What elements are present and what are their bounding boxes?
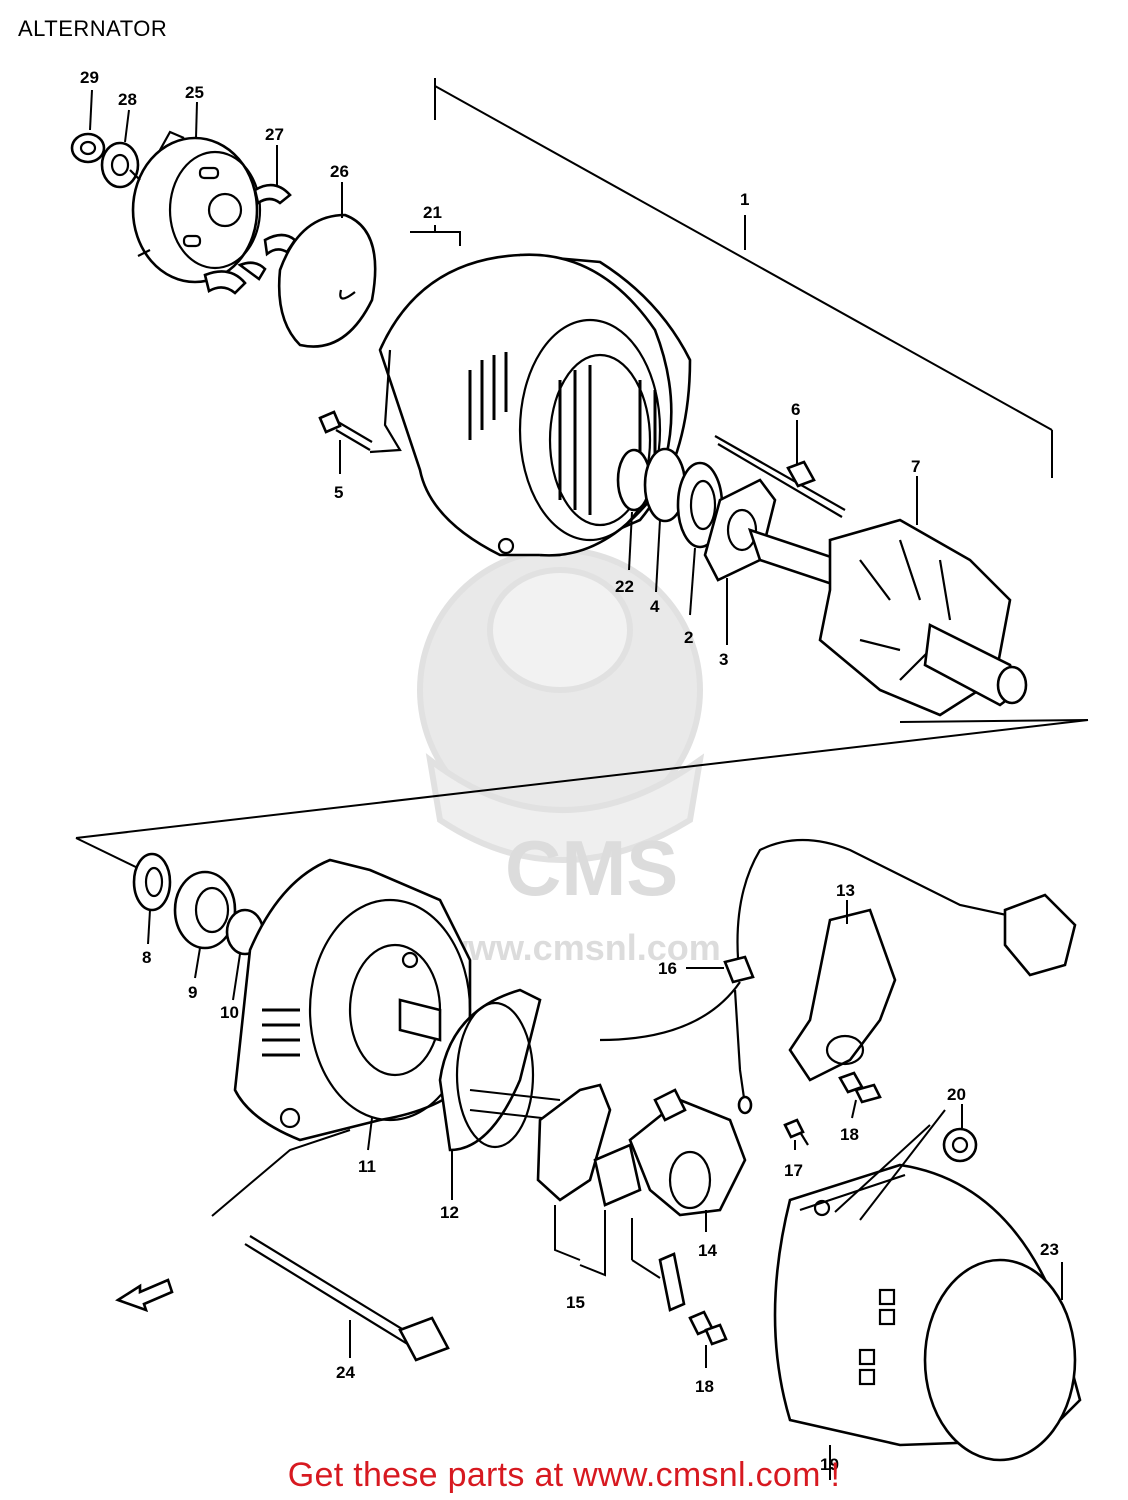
- callout-17: 17: [784, 1161, 803, 1180]
- callout-14: 14: [698, 1241, 717, 1260]
- rotor-assembly-bracket: [75, 78, 1089, 871]
- callout-7: 7: [911, 457, 920, 476]
- callout-20: 20: [947, 1085, 966, 1104]
- callout-2: 2: [684, 628, 693, 647]
- part-24-through-bolt: [211, 1129, 450, 1362]
- part-20-nut: [942, 1127, 978, 1163]
- part-28-washer: [100, 141, 140, 189]
- part-5-bolt: [318, 410, 373, 474]
- part-25-pulley: [129, 130, 262, 284]
- watermark-url-text: www.cmsnl.com: [439, 927, 721, 968]
- callout-1: 1: [740, 190, 749, 209]
- part-12-stator: [438, 988, 542, 1200]
- part-7-rotor: [747, 518, 1028, 717]
- part-2-bearing: [676, 461, 724, 549]
- callout-leaders: [89, 89, 963, 1368]
- callout-22: 22: [615, 577, 634, 596]
- part-17-screw: [783, 1118, 809, 1146]
- callout-23: 23: [1040, 1240, 1059, 1259]
- callout-5: 5: [334, 483, 343, 502]
- part-18-screw-upper: [838, 1071, 882, 1104]
- part-16-sensor-wire: [599, 838, 1031, 1115]
- callout-25: 25: [185, 83, 204, 102]
- cms-watermark-logo: CMS www.cmsnl.com: [417, 547, 721, 968]
- callout-28: 28: [118, 90, 137, 109]
- callout-8: 8: [142, 948, 151, 967]
- callout-9: 9: [188, 983, 197, 1002]
- callout-12: 12: [440, 1203, 459, 1222]
- callout-27: 27: [265, 125, 284, 144]
- callout-3: 3: [719, 650, 728, 669]
- watermark-logo-text: CMS: [505, 824, 678, 912]
- callout-26: 26: [330, 162, 349, 181]
- part-11-rear-frame: [233, 858, 472, 1142]
- callout-4: 4: [650, 597, 660, 616]
- part-29-nut: [70, 132, 106, 164]
- callout-18-upper: 18: [840, 1125, 859, 1144]
- callout-6: 6: [791, 400, 800, 419]
- part-6-stud: [714, 435, 846, 518]
- callout-15: 15: [566, 1293, 585, 1312]
- part-15-brush-holder: [536, 1083, 642, 1277]
- callout-24: 24: [336, 1363, 355, 1382]
- part-9-bearing: [173, 870, 237, 950]
- footer-shop-link[interactable]: Get these parts at www.cmsnl.com !: [287, 1456, 841, 1494]
- small-bracket: [631, 1218, 686, 1312]
- callout-16: 16: [658, 959, 677, 978]
- callout-13: 13: [836, 881, 855, 900]
- callout-10: 10: [220, 1003, 239, 1022]
- callout-18-lower: 18: [695, 1377, 714, 1396]
- drive-end-frame: [369, 253, 692, 557]
- callout-19: 19: [820, 1455, 839, 1474]
- callout-11: 11: [358, 1157, 376, 1176]
- callout-29: 29: [80, 68, 99, 87]
- part-26-spacer: [277, 213, 377, 348]
- part-18-screw-lower: [688, 1310, 728, 1346]
- page-title: ALTERNATOR: [18, 16, 168, 41]
- front-direction-arrow-icon: [115, 1278, 174, 1313]
- part-8-washer: [132, 852, 172, 912]
- connector-plug: [1003, 893, 1077, 977]
- part-13-regulator: [788, 908, 897, 1082]
- callout-21: 21: [423, 203, 442, 222]
- part-14-rectifier: [628, 1088, 747, 1217]
- part-23-end-plate: [923, 1258, 1077, 1462]
